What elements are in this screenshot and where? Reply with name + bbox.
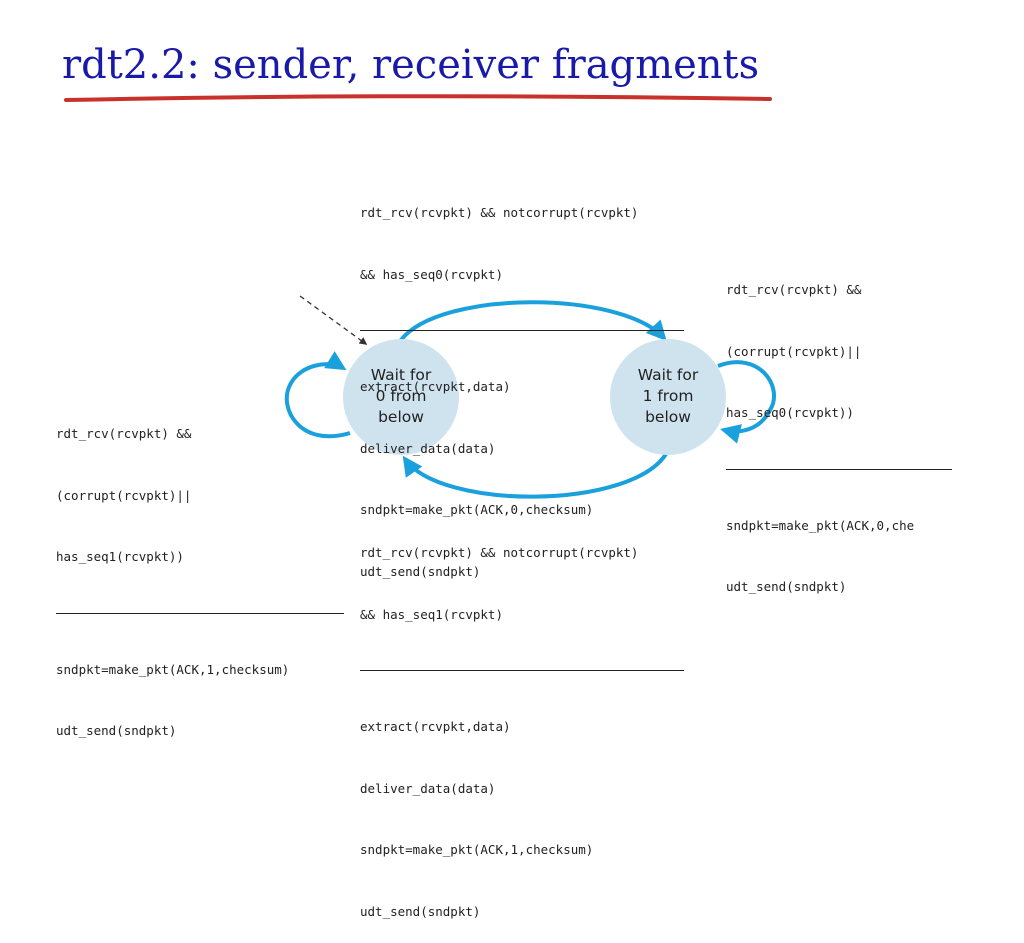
initial-state-arrow xyxy=(299,295,368,345)
transition-bottom-label: rdt_rcv(rcvpkt) && notcorrupt(rcvpkt) &&… xyxy=(360,502,684,943)
slide-title: rdt2.2: sender, receiver fragments xyxy=(62,42,760,88)
state-wait-1: Wait for 1 from below xyxy=(637,366,699,426)
state-wait-0: Wait for 0 from below xyxy=(370,366,432,426)
self-loop-right-arrow xyxy=(717,360,776,444)
self-loop-left-arrow xyxy=(284,351,351,439)
transition-top-arrow xyxy=(399,300,667,342)
self-loop-left-label: rdt_rcv(rcvpkt) && (corrupt(rcvpkt)|| ha… xyxy=(56,383,344,762)
self-loop-right-label: rdt_rcv(rcvpkt) && (corrupt(rcvpkt)|| ha… xyxy=(726,239,952,618)
state-wait-1-circle xyxy=(610,339,726,455)
title-underline xyxy=(64,94,772,102)
transition-bottom-arrow xyxy=(402,452,668,499)
transition-top-label: rdt_rcv(rcvpkt) && notcorrupt(rcvpkt) &&… xyxy=(360,162,684,603)
state-wait-0-circle xyxy=(343,339,459,455)
fsm-diagram xyxy=(284,295,776,499)
